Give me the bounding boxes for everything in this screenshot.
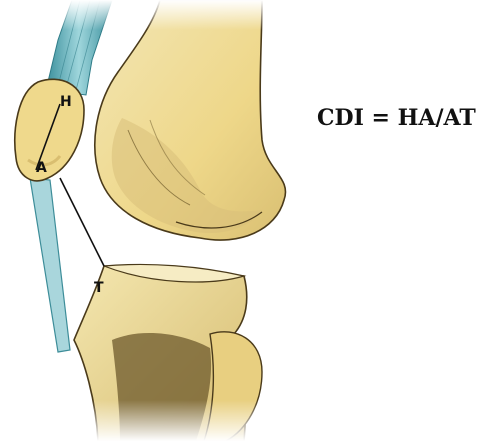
point-label-h: H bbox=[60, 94, 72, 110]
line-at bbox=[60, 178, 104, 266]
cdi-formula: CDI = HA/AT bbox=[317, 105, 476, 131]
point-label-t: T bbox=[94, 280, 104, 296]
patella bbox=[15, 79, 84, 180]
point-label-a: A bbox=[36, 160, 47, 176]
patellar-tendon bbox=[30, 178, 70, 352]
